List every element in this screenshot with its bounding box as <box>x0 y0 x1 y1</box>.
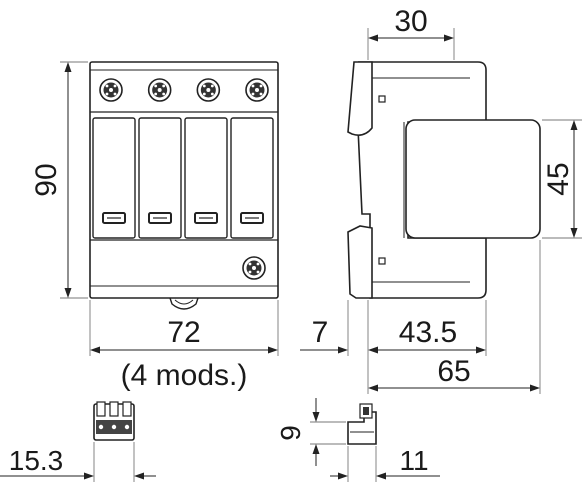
side-depth-front-label: 43.5 <box>399 316 457 349</box>
front-view: 90 72 (4 mods.) <box>30 61 279 392</box>
front-modules-label: (4 mods.) <box>121 359 248 392</box>
connector-side-view: 9 11 <box>275 398 440 482</box>
side-total-depth-label: 65 <box>437 355 470 388</box>
terminal-screw-icon <box>147 78 172 102</box>
pole-module <box>184 117 228 239</box>
side-rail-offset-label: 7 <box>312 316 329 349</box>
connector-depth-label: 11 <box>399 445 428 476</box>
terminal-screw-icon <box>99 78 123 102</box>
rail-clip-icon <box>169 297 199 310</box>
front-width-label: 72 <box>167 316 200 349</box>
top-terminal-row <box>99 78 269 102</box>
pole-module-row <box>92 117 274 239</box>
connector-height-label: 9 <box>275 425 306 441</box>
side-module-height-label: 45 <box>542 162 575 195</box>
connector-front-view: 15.3 <box>0 401 156 482</box>
side-module <box>405 119 541 239</box>
terminal-screw-icon <box>245 78 269 102</box>
pole-module <box>92 117 136 239</box>
pole-module <box>230 117 274 239</box>
side-top-width-label: 30 <box>394 5 427 38</box>
bottom-terminal-screw-icon <box>242 256 266 280</box>
side-view: 30 45 7 43.5 65 <box>300 5 582 394</box>
pole-module <box>138 117 182 239</box>
connector-width-label: 15.3 <box>9 445 64 476</box>
front-height-label: 90 <box>30 163 63 196</box>
terminal-screw-icon <box>196 78 221 102</box>
